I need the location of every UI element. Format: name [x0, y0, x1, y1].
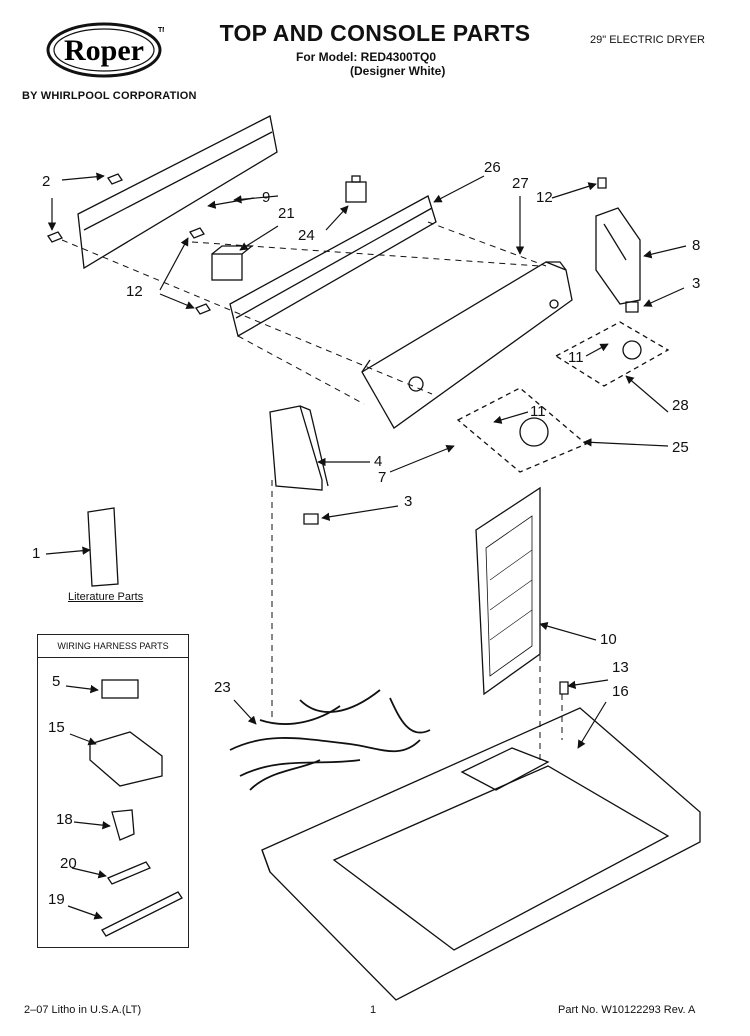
callout-24: 24	[298, 227, 315, 244]
page-title: TOP AND CONSOLE PARTS	[219, 20, 531, 46]
callout-20: 20	[60, 855, 77, 872]
logo-wordmark: Roper	[64, 34, 144, 67]
footer-litho: 2–07 Litho in U.S.A.(LT)	[24, 1004, 142, 1016]
callout-2: 2	[42, 173, 51, 190]
callout-15: 15	[48, 719, 65, 736]
roper-logo: Roper TM	[46, 22, 164, 78]
callout-12-top: 12	[536, 189, 553, 206]
knob-25	[519, 417, 549, 447]
part-12-screws	[189, 177, 607, 315]
literature-parts-label: Literature Parts	[68, 591, 144, 603]
part-8-end-cap	[595, 207, 641, 305]
harness-part-18	[111, 809, 135, 841]
part-10-lint-screen	[475, 486, 541, 696]
callout-3-top: 3	[692, 275, 701, 292]
part-26-bracket	[229, 195, 437, 337]
part-2-screws	[47, 173, 123, 243]
harness-part-5	[101, 679, 139, 699]
callout-16: 16	[612, 683, 629, 700]
wiring-harness-box	[37, 634, 189, 948]
logo-tm: TM	[158, 27, 164, 34]
footer-part-number: Part No. W10122293 Rev. A	[558, 1004, 696, 1016]
callout-25: 25	[672, 439, 689, 456]
part-16-top-panel	[261, 707, 701, 1001]
harness-part-19	[101, 891, 183, 937]
callout-11-top: 11	[568, 349, 584, 366]
byline: BY WHIRLPOOL CORPORATION	[22, 90, 197, 102]
model-variant: (Designer White)	[350, 64, 446, 78]
callout-3-mid: 3	[404, 493, 413, 510]
callout-19: 19	[48, 891, 65, 908]
part-24-switch	[345, 175, 367, 203]
part-13-screw	[559, 681, 569, 695]
part-21-timer	[211, 245, 254, 281]
callout-18: 18	[56, 811, 73, 828]
callout-21: 21	[278, 205, 295, 222]
callout-7: 7	[378, 469, 387, 486]
callout-5: 5	[52, 673, 61, 690]
callout-9: 9	[262, 189, 271, 206]
model-line: For Model: RED4300TQ0	[296, 50, 437, 64]
callout-10: 10	[600, 631, 617, 648]
callout-23: 23	[214, 679, 231, 696]
part-28-knob-group	[554, 321, 670, 387]
part-23-wiring-harness	[229, 689, 431, 791]
callout-28: 28	[672, 397, 689, 414]
part-1-literature	[87, 507, 119, 587]
callout-13: 13	[612, 659, 629, 676]
part-4-side-cap	[269, 405, 329, 491]
footer-page-number: 1	[370, 1004, 377, 1016]
callout-8: 8	[692, 237, 701, 254]
knob-28	[622, 340, 642, 360]
part-3-clips	[303, 301, 639, 525]
harness-part-20	[107, 861, 151, 885]
part-9-mounting-plate	[77, 115, 278, 270]
callout-27: 27	[512, 175, 529, 192]
product-type: 29" ELECTRIC DRYER	[590, 34, 705, 46]
callout-1: 1	[32, 545, 41, 562]
callout-26: 26	[484, 159, 501, 176]
wiring-harness-divider	[37, 657, 189, 658]
harness-part-15	[89, 731, 163, 787]
callout-4: 4	[374, 453, 383, 470]
callout-11-bottom: 11	[530, 403, 546, 420]
callout-12-left: 12	[126, 283, 143, 300]
wiring-harness-title: WIRING HARNESS PARTS	[57, 641, 169, 651]
part-27-console	[361, 261, 573, 429]
